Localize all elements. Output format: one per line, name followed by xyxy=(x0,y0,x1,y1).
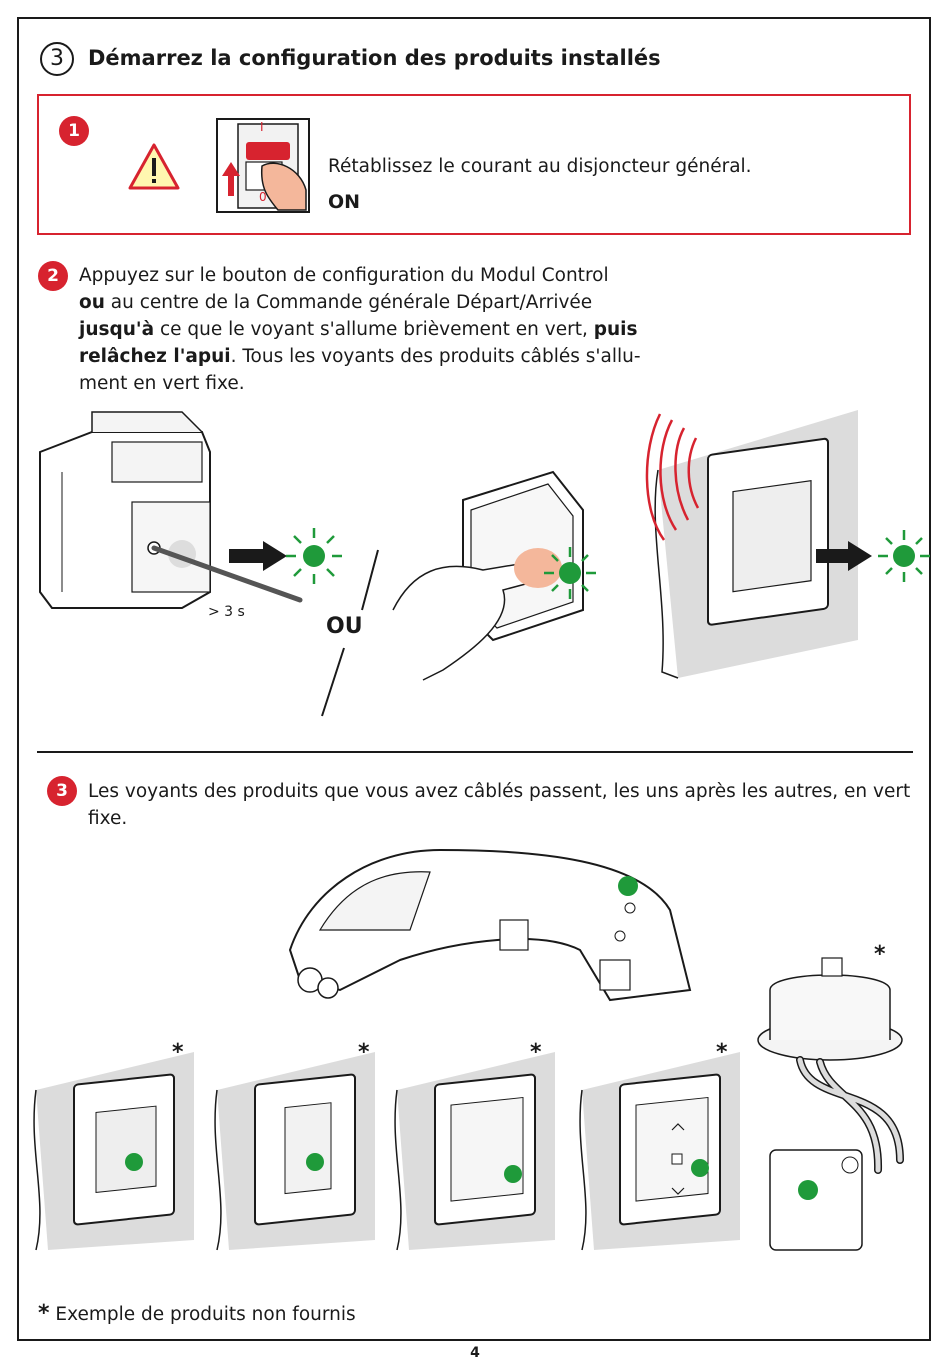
warning-box xyxy=(37,94,911,235)
led-green-icon xyxy=(544,547,596,599)
step2-line3: jusqu'à ce que le voyant s'allume briève… xyxy=(79,319,638,340)
asterisk-mark: * xyxy=(716,1040,728,1065)
page-frame xyxy=(17,17,931,1341)
footnote-star: * xyxy=(38,1301,50,1326)
wall-product-4 xyxy=(579,1052,740,1251)
led-green-icon xyxy=(286,528,342,584)
step3-paragraph: Les voyants des produits que vous avez c… xyxy=(88,778,918,832)
step1-state: ON xyxy=(328,191,361,213)
asterisk-mark: * xyxy=(358,1040,370,1065)
or-label: OU xyxy=(326,614,363,639)
section-divider xyxy=(37,751,913,753)
asterisk-mark: * xyxy=(172,1040,184,1065)
footnote: * Exemple de produits non fournis xyxy=(38,1300,356,1328)
asterisk-mark: * xyxy=(530,1040,542,1065)
wall-product-2 xyxy=(214,1052,375,1251)
footnote-text: Exemple de produits non fournis xyxy=(49,1304,356,1325)
modul-control-illustration xyxy=(39,411,303,609)
or-separator-lines xyxy=(321,549,379,717)
step1-text: Rétablissez le courant au disjoncteur gé… xyxy=(328,156,752,177)
switch-off-label: 0 xyxy=(259,190,267,204)
step2-line5: ment en vert fixe. xyxy=(79,373,245,394)
warning-icon xyxy=(128,143,180,190)
curved-module-illustration xyxy=(288,848,692,1002)
arrow-right-icon xyxy=(229,541,287,571)
step2-paragraph: Appuyez sur le bouton de configuration d… xyxy=(79,262,644,397)
wall-mechanism-illustration xyxy=(645,410,858,679)
wall-product-1 xyxy=(33,1052,194,1251)
step2-line2: ou au centre de la Commande générale Dép… xyxy=(79,292,593,313)
step3-number: 3 xyxy=(47,776,77,806)
section-title: Démarrez la configuration des produits i… xyxy=(88,46,661,70)
step3-line1: Les voyants des produits que vous avez c… xyxy=(88,781,911,802)
step2-number: 2 xyxy=(38,261,68,291)
asterisk-mark: * xyxy=(874,942,886,967)
duration-label: > 3 s xyxy=(208,604,245,620)
section-number: 3 xyxy=(40,42,74,76)
breaker-switch-illustration: I 0 xyxy=(216,118,310,213)
step2-line1: Appuyez sur le bouton de configuration d… xyxy=(79,265,609,286)
ceiling-device-illustration xyxy=(757,957,904,1251)
led-green-icon xyxy=(878,530,930,582)
hand-command-illustration xyxy=(392,470,584,681)
step1-number: 1 xyxy=(59,116,89,146)
arrow-right-icon xyxy=(816,541,872,571)
step2-line4: relâchez l'apui. Tous les voyants des pr… xyxy=(79,346,641,367)
page-number: 4 xyxy=(470,1345,480,1361)
switch-on-label: I xyxy=(260,120,264,134)
wall-product-3 xyxy=(394,1052,555,1251)
breaker-icon xyxy=(216,118,310,213)
step3-line2: fixe. xyxy=(88,808,128,829)
